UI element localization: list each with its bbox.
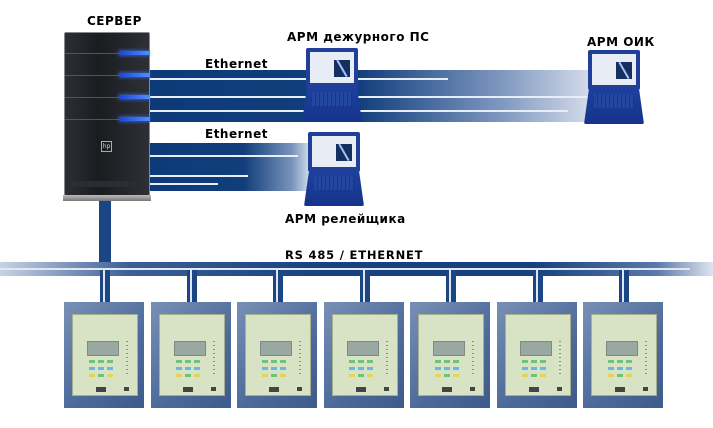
relay-keypad: [176, 360, 202, 382]
ethernet-link-1: [148, 70, 618, 122]
relay-keypad: [262, 360, 288, 382]
relay-display: [433, 341, 465, 356]
relay-display: [87, 341, 119, 356]
relay-protection-terminal-icon: [64, 302, 144, 408]
relay-display: [174, 341, 206, 356]
relay-keypad: [522, 360, 548, 382]
relay-display: [520, 341, 552, 356]
relay-protection-terminal-icon: [151, 302, 231, 408]
bus-drop-connector: [446, 270, 456, 302]
server-tower-icon: hp: [63, 32, 151, 201]
relay-protection-terminal-icon: [324, 302, 404, 408]
workstation-label-oik: АРМ ОИК: [587, 35, 655, 49]
bus-drop-connector: [273, 270, 283, 302]
bus-drop-connector: [187, 270, 197, 302]
bus-drop-connector: [360, 270, 370, 302]
laptop-icon: [302, 48, 362, 126]
bus-drop-connector: [533, 270, 543, 302]
relay-keypad: [89, 360, 115, 382]
ethernet-link-2: [148, 143, 308, 191]
relay-protection-terminal-icon: [583, 302, 663, 408]
relay-protection-terminal-icon: [497, 302, 577, 408]
bus-highlight-line: [0, 268, 690, 270]
bus-label: RS 485 / ETHERNET: [285, 248, 424, 262]
relay-protection-terminal-icon: [410, 302, 490, 408]
relay-display: [260, 341, 292, 356]
laptop-icon: [584, 50, 644, 128]
relay-display: [347, 341, 379, 356]
relay-keypad: [608, 360, 634, 382]
server-bus-connector: [99, 198, 111, 264]
ethernet-link-label-1: Ethernet: [205, 57, 268, 71]
server-label: СЕРВЕР: [87, 14, 142, 28]
laptop-icon: [304, 132, 364, 210]
ethernet-link-label-2: Ethernet: [205, 127, 268, 141]
relay-keypad: [435, 360, 461, 382]
workstation-label-duty: АРМ дежурного ПС: [287, 30, 430, 44]
workstation-label-relay: АРМ релейщика: [285, 212, 406, 226]
relay-display: [606, 341, 638, 356]
relay-protection-terminal-icon: [237, 302, 317, 408]
hp-logo-icon: hp: [101, 141, 112, 152]
relay-keypad: [349, 360, 375, 382]
bus-drop-connector: [100, 270, 110, 302]
bus-drop-connector: [619, 270, 629, 302]
